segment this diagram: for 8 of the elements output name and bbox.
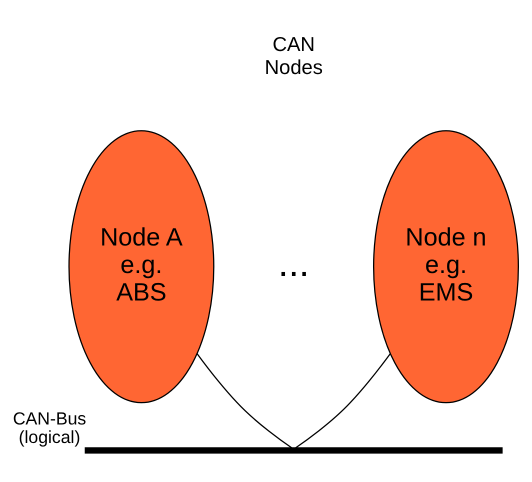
connector [295, 352, 391, 448]
label: CAN Nodes [264, 34, 323, 78]
connector [196, 352, 292, 448]
node-label: CAN-Bus (logical) [12, 408, 86, 447]
node-ellipse: Node n e.g. EMS [373, 130, 519, 403]
node-bar [84, 446, 503, 454]
label: ... [278, 242, 310, 285]
node-ellipse: Node A e.g. ABS [68, 130, 214, 403]
